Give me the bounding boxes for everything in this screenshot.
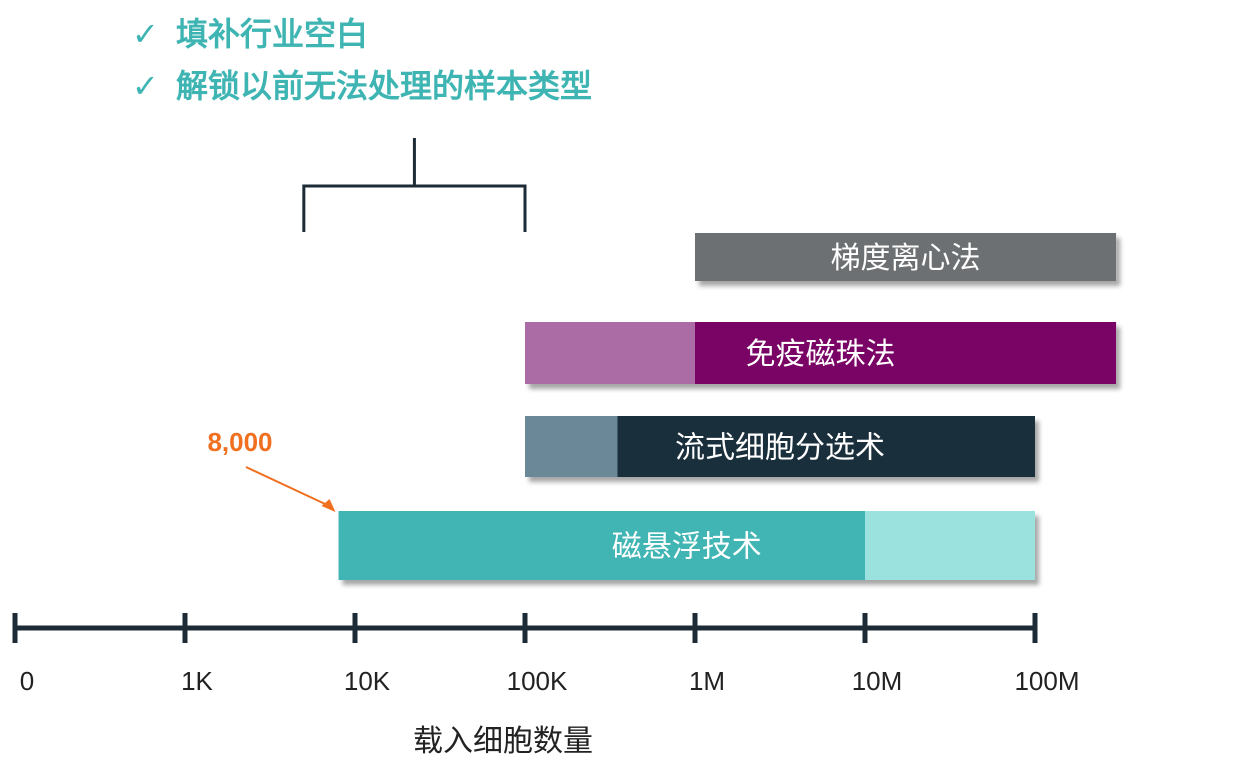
- check-icon: ✓: [132, 15, 159, 53]
- x-tick-label: 1M: [689, 666, 725, 696]
- headline-1-text: 填补行业空白: [176, 15, 369, 53]
- bar-segment-2: [617, 416, 1035, 477]
- annotation-arrow-line: [245, 466, 332, 508]
- bar-4: 磁悬浮技术: [338, 511, 1036, 580]
- bar-label: 免疫磁珠法: [746, 337, 896, 372]
- annotation-label: 8,000: [207, 427, 272, 457]
- x-tick-label: 10K: [344, 666, 391, 696]
- bar-label: 梯度离心法: [831, 241, 981, 276]
- x-tick-label: 0: [20, 666, 34, 696]
- x-tick-label: 10M: [852, 666, 903, 696]
- bar-label: 流式细胞分选术: [675, 431, 885, 466]
- bar-3: 流式细胞分选术: [525, 416, 1035, 477]
- bar-segment-1: [695, 233, 1117, 281]
- x-tick-label: 100M: [1014, 666, 1079, 696]
- x-axis-title: 载入细胞数量: [413, 724, 593, 759]
- bar-label: 磁悬浮技术: [612, 530, 762, 565]
- bar-segment-1: [525, 322, 695, 384]
- bar-segment-1: [338, 511, 866, 580]
- bar-segment-2: [695, 322, 1117, 384]
- bar-segment-1: [525, 416, 618, 477]
- headline-2-text: 解锁以前无法处理的样本类型: [176, 67, 593, 105]
- x-tick-label: 1K: [181, 666, 213, 696]
- bar-segment-2: [865, 511, 1035, 580]
- check-icon: ✓: [132, 67, 159, 105]
- headline-1: ✓ 填补行业空白: [132, 18, 368, 50]
- range-bracket: [302, 138, 527, 232]
- headline-2: ✓ 解锁以前无法处理的样本类型: [132, 70, 592, 102]
- bar-1: 梯度离心法: [695, 233, 1117, 281]
- x-tick-label: 100K: [507, 666, 568, 696]
- annotation-arrowhead: [321, 499, 336, 512]
- bar-2: 免疫磁珠法: [525, 322, 1117, 384]
